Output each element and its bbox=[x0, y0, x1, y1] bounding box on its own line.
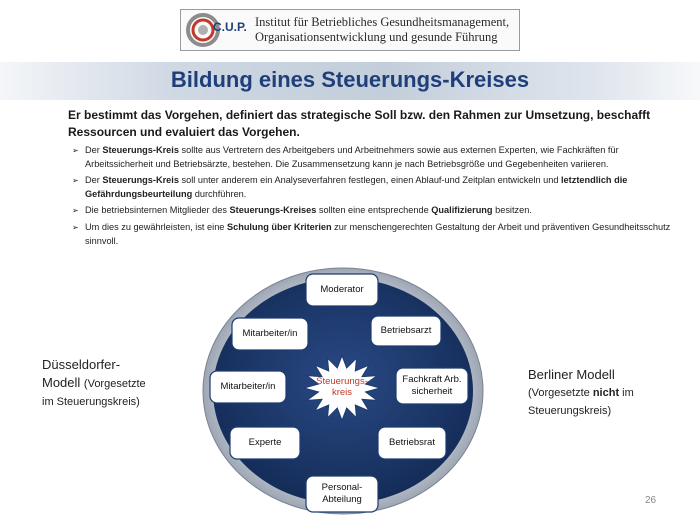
title-bar bbox=[0, 62, 700, 100]
bullet-text: zur menschengerechten Gestaltung der Arb… bbox=[85, 221, 671, 246]
right-model-line-2b: nicht bbox=[592, 387, 620, 399]
node-moderator: Moderator bbox=[320, 284, 364, 295]
node-betriebsrat: Betriebsrat bbox=[389, 437, 435, 448]
node-box-fachkraft bbox=[395, 367, 469, 405]
right-model-line-2a: (Vorgesetzte bbox=[528, 387, 593, 399]
arrow-bullet-icon: ➢ bbox=[72, 176, 79, 186]
node-box-personal bbox=[305, 475, 379, 513]
right-model-line-2c: im bbox=[619, 387, 634, 399]
node-box-betriebsrat bbox=[377, 426, 447, 460]
bullet-text: Die betriebsinternen Mitglieder des bbox=[85, 205, 230, 216]
bullet-text: soll unter anderem ein Analyseverfahren … bbox=[178, 175, 561, 186]
cup-logo-icon bbox=[186, 13, 220, 47]
bullet-text: sollte aus Vertretern des Arbeitgebers u… bbox=[85, 145, 619, 169]
bullet-bold: letztendlich die Gefährdungsbeurteilung bbox=[85, 175, 628, 199]
institute-line-1: Institut für Betriebliches Gesundheitsma… bbox=[255, 15, 510, 29]
intro-part-c: . bbox=[296, 125, 300, 139]
node-box-mitarbeiter-1 bbox=[231, 317, 309, 351]
bullet-bold: Steuerungs-Kreis bbox=[102, 145, 179, 155]
page-number: 26 bbox=[645, 495, 657, 506]
bullet-bold: Schulung über Kriterien bbox=[226, 221, 332, 232]
bullet-item: ➢ Der Steuerungs-Kreis soll unter andere… bbox=[72, 174, 677, 201]
bullet-text: Um dies zu gewährleisten, ist eine bbox=[85, 221, 227, 232]
bullet-text: besitzen. bbox=[492, 205, 532, 216]
bullet-item: ➢ Der Steuerungs-Kreis sollte aus Vertre… bbox=[72, 144, 677, 171]
node-box-experte bbox=[229, 426, 301, 460]
right-model-line-3: Steuerungskreis) bbox=[528, 405, 612, 417]
node-experte: Experte bbox=[248, 437, 282, 448]
slide-title: Bildung eines Steuerungs-Kreises bbox=[170, 67, 530, 92]
intro-part-b: das Vorgehen, definiert das strategische… bbox=[68, 108, 651, 139]
bullet-list: ➢ Der Steuerungs-Kreis sollte aus Vertre… bbox=[72, 144, 677, 251]
node-box-betriebsarzt bbox=[370, 315, 442, 347]
node-betriebsarzt: Betriebsarzt bbox=[380, 325, 432, 336]
bullet-bold: Steuerungs-Kreises bbox=[229, 205, 317, 216]
bullet-text: Der bbox=[85, 175, 103, 186]
intro-part-a: Er bestimmt bbox=[68, 108, 141, 122]
intro-text: Er bestimmt das Vorgehen, definiert das … bbox=[68, 107, 668, 141]
right-model-line-1: Berliner Modell bbox=[528, 367, 615, 382]
node-box-moderator bbox=[305, 273, 379, 307]
logo-wordmark: C.U.P. bbox=[213, 20, 247, 34]
center-label-line-2: kreis bbox=[331, 387, 353, 398]
right-model-text: Berliner Modell (Vorgesetzte nicht im St… bbox=[528, 366, 678, 420]
left-model-line-2b: (Vorgesetzte bbox=[83, 378, 146, 390]
left-model-line-1: Düsseldorfer- bbox=[42, 357, 121, 372]
bullet-bold: Qualifizierung bbox=[431, 205, 493, 216]
bullet-text: sollten eine entsprechende bbox=[316, 205, 432, 216]
node-fachkraft: Fachkraft Arb. sicherheit bbox=[402, 374, 462, 397]
node-mitarbeiter-2: Mitarbeiter/in bbox=[220, 381, 276, 392]
starburst-shape bbox=[302, 354, 382, 422]
node-box-mitarbeiter-2 bbox=[209, 370, 287, 404]
bullet-item: ➢ Die betriebsinternen Mitglieder des St… bbox=[72, 204, 677, 218]
institute-line-2: Organisationsentwicklung und gesunde Füh… bbox=[255, 30, 498, 44]
left-model-line-3: im Steuerungskreis) bbox=[42, 396, 140, 408]
bullet-item: ➢ Um dies zu gewährleisten, ist eine Sch… bbox=[72, 221, 677, 248]
center-label: Steuerungs- kreis bbox=[302, 376, 382, 398]
institute-name: Institut für Betriebliches Gesundheitsma… bbox=[255, 15, 517, 45]
left-model-text: Düsseldorfer- Modell (Vorgesetzte im Ste… bbox=[42, 356, 192, 411]
institute-logo-box: C.U.P. Institut für Betriebliches Gesund… bbox=[180, 9, 520, 51]
arrow-bullet-icon: ➢ bbox=[72, 222, 79, 232]
bullet-bold: Steuerungs-Kreis bbox=[102, 175, 179, 186]
bullet-text: durchführen. bbox=[192, 188, 247, 199]
center-label-line-1: Steuerungs- bbox=[316, 376, 368, 387]
node-personal: Personal-Abteilung bbox=[321, 482, 363, 505]
left-model-line-2a: Modell bbox=[42, 375, 84, 390]
node-mitarbeiter-1: Mitarbeiter/in bbox=[242, 328, 298, 339]
bullet-text: Der bbox=[85, 145, 103, 155]
arrow-bullet-icon: ➢ bbox=[72, 206, 79, 216]
arrow-bullet-icon: ➢ bbox=[72, 146, 79, 155]
